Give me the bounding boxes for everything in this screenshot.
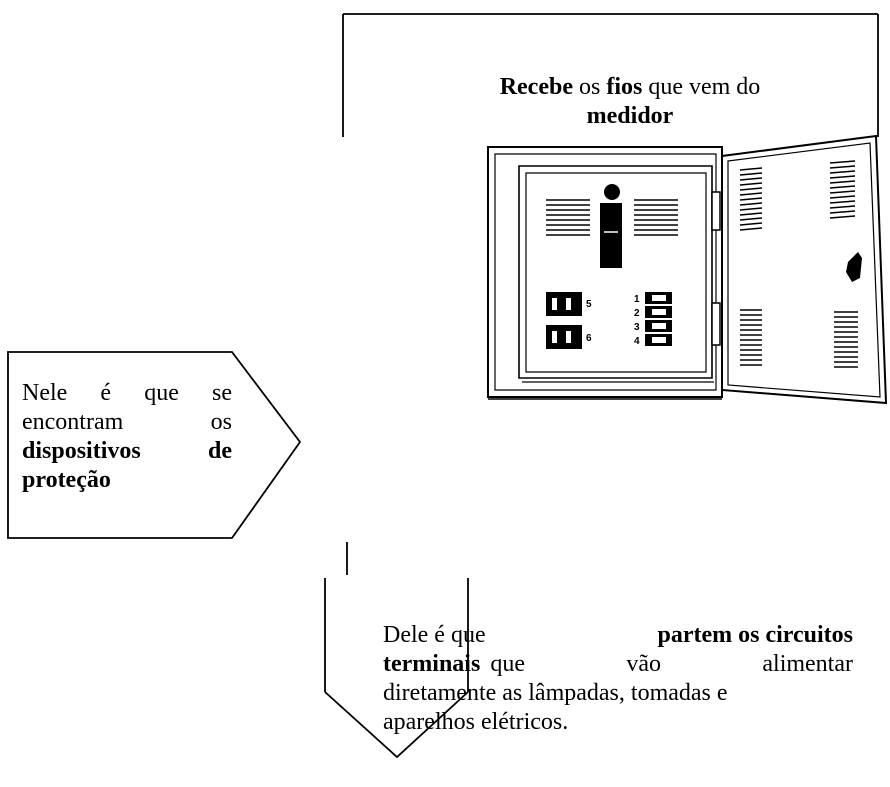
electrical-panel-illustration [487,134,888,405]
bottom-line-2b: que vão alimentar [490,651,853,677]
breaker-label-4: 4 [634,336,640,347]
door-vent-bottom-right [834,311,858,368]
left-word-encontram: encontram [22,409,124,435]
breaker-label-3: 3 [634,322,640,333]
left-line-5: proteção [22,467,111,493]
bottom-line-2a: terminais [383,651,481,677]
left-callout-text: Nele é que se encontram os dispositivos … [22,379,232,495]
bottom-line-1a: Dele é que [383,622,486,648]
bottom-line-1: Dele é que partem os circuitos [383,621,853,650]
left-line-2: encontram os [22,408,232,437]
left-word-os: os [210,409,232,435]
bottom-arrow-callout [324,542,469,759]
top-callout-frame [342,13,879,137]
left-arrow-callout [7,351,302,539]
hinge-bottom [711,302,721,346]
top-callout-text: Recebe os fios que vem do medidor [395,73,865,131]
main-breaker [600,203,622,268]
panel-inner-plate [518,165,713,379]
top-word-recebe: Recebe [499,74,573,100]
top-word-medidor: medidor [586,103,674,129]
hinge-top [711,191,721,231]
main-breaker-knob [604,184,620,200]
breaker-label-6: 6 [586,333,592,344]
bottom-line-2: terminais que vão alimentar [383,650,853,679]
top-word-rest: que vem do [648,74,761,100]
breaker-label-5: 5 [586,299,592,310]
left-line-1: Nele é que se [22,380,232,406]
bottom-callout-text: Dele é que partem os circuitos terminais… [383,621,853,737]
top-word-os: os [578,74,601,100]
top-word-fios: fios [606,74,643,100]
breaker-label-2: 2 [634,308,640,319]
left-line-4: dispositivos de [22,438,232,464]
main-vent-right [634,199,678,236]
bottom-line-4: aparelhos elétricos. [383,709,569,735]
panel-box-outline [487,146,723,398]
breaker-3 [645,320,672,332]
panel-door [721,134,888,405]
door-vent-bottom-left [740,309,762,366]
breaker-4 [645,334,672,346]
breaker-5 [546,292,582,316]
door-vent-top-left [739,167,763,231]
breaker-6 [546,325,582,349]
breaker-2 [645,306,672,318]
breaker-label-1: 1 [634,294,640,305]
bottom-line-3: diretamente as lâmpadas, tomadas e [383,680,728,706]
bottom-line-1b: partem os circuitos [657,622,853,648]
door-latch [846,252,862,282]
main-vent-left [546,199,590,236]
door-vent-top-right [829,160,856,219]
breaker-1 [645,292,672,304]
